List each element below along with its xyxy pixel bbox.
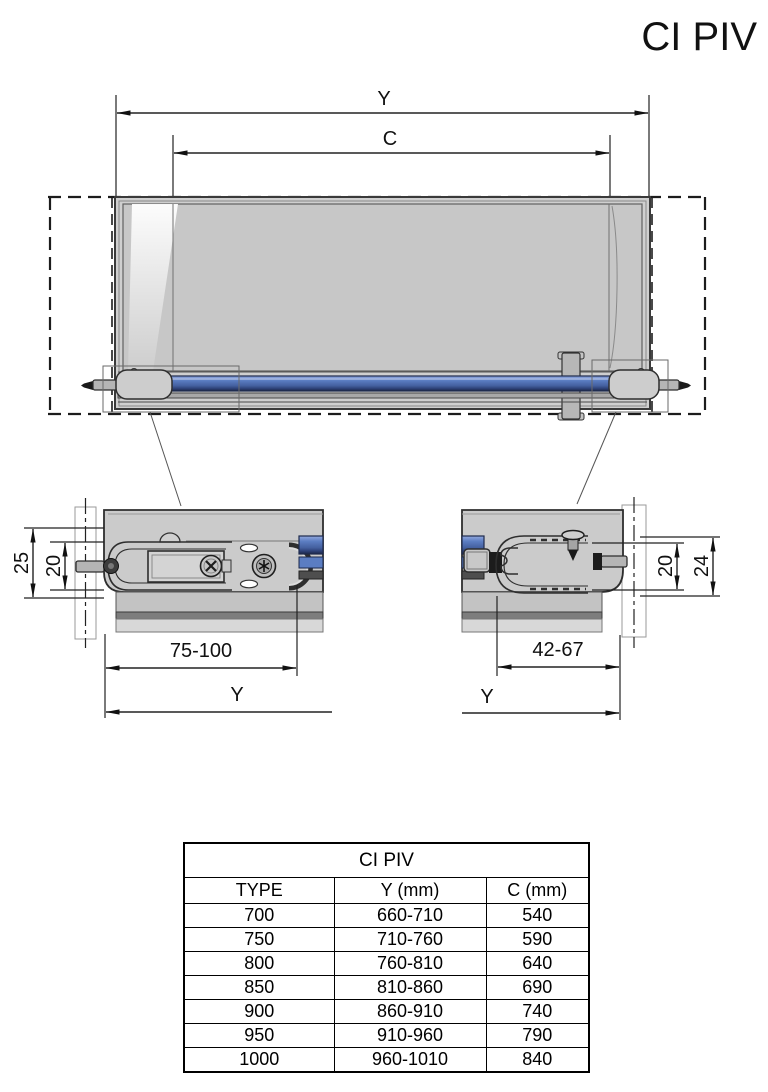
table-row: 750 710-760 590 (183, 927, 590, 952)
table-cell: 540 (485, 903, 590, 928)
dim-label-y-main: Y (377, 88, 390, 110)
glass-panel (122, 203, 643, 372)
technical-drawing: CI PIV Y C (11, 15, 757, 720)
torx-screw-icon (251, 553, 277, 579)
table-cell: 900 (183, 999, 335, 1024)
dim-label-20-right: 20 (655, 555, 677, 577)
table-row: 850 810-860 690 (183, 975, 590, 1000)
table-cell: 860-910 (333, 999, 487, 1024)
dim-label-y-right: Y (480, 686, 493, 708)
dim-label-25: 25 (11, 552, 33, 574)
left-end-cap (81, 368, 173, 400)
table-cell: 590 (485, 927, 590, 952)
table-cell: 910-960 (333, 1023, 487, 1048)
vertical-screw-icon (561, 529, 585, 561)
left-leader-line (149, 411, 182, 507)
dim-label-y-left: Y (230, 684, 243, 706)
left-detail-dimensions (24, 527, 332, 718)
table-cell: 640 (485, 951, 590, 976)
col-header-c: C (mm) (485, 877, 590, 904)
table-row: 700 660-710 540 (183, 903, 590, 928)
right-end-cap (608, 368, 691, 400)
right-detail-callout (591, 359, 669, 413)
right-detail-view: 20 24 42-67 Y (461, 497, 720, 720)
right-detail-dimensions (462, 536, 720, 720)
table-row: 950 910-960 790 (183, 1023, 590, 1048)
right-leader-line (576, 411, 617, 505)
size-table: CI PIV TYPE Y (mm) C (mm) 700 660-710 54… (183, 842, 590, 1073)
table-cell: 840 (485, 1047, 590, 1073)
dim-label-c-main: C (383, 128, 397, 150)
phillips-screw-icon (199, 554, 223, 578)
table-cell: 1000 (183, 1047, 335, 1073)
main-assembly-view (81, 196, 691, 507)
table-cell: 950 (183, 1023, 335, 1048)
table-row: 900 860-910 740 (183, 999, 590, 1024)
dim-label-24: 24 (691, 555, 713, 577)
top-dimensions (115, 95, 650, 196)
col-header-y: Y (mm) (333, 877, 487, 904)
table-cell: 800 (183, 951, 335, 976)
table-row: 1000 960-1010 840 (183, 1047, 590, 1073)
glass-reflection (128, 204, 178, 371)
slide-rail (158, 375, 622, 392)
dim-label-75-100: 75-100 (170, 640, 232, 662)
table-title: CI PIV (183, 842, 590, 878)
table-cell: 740 (485, 999, 590, 1024)
table-cell: 850 (183, 975, 335, 1000)
table-cell: 810-860 (333, 975, 487, 1000)
dim-label-42-67: 42-67 (532, 639, 583, 661)
table-cell: 790 (485, 1023, 590, 1048)
table-title-row: CI PIV (183, 842, 590, 878)
table-row: 800 760-810 640 (183, 951, 590, 976)
page-title: CI PIV (641, 15, 757, 59)
left-detail-callout (102, 365, 240, 413)
dim-label-20-left: 20 (43, 555, 65, 577)
table-cell: 960-1010 (333, 1047, 487, 1073)
table-cell: 710-760 (333, 927, 487, 952)
table-cell: 700 (183, 903, 335, 928)
table-cell: 660-710 (333, 903, 487, 928)
left-detail-view: 25 20 75-100 Y (11, 498, 332, 718)
table-header-row: TYPE Y (mm) C (mm) (183, 877, 590, 904)
table-cell: 760-810 (333, 951, 487, 976)
table-cell: 690 (485, 975, 590, 1000)
table-cell: 750 (183, 927, 335, 952)
col-header-type: TYPE (183, 877, 335, 904)
